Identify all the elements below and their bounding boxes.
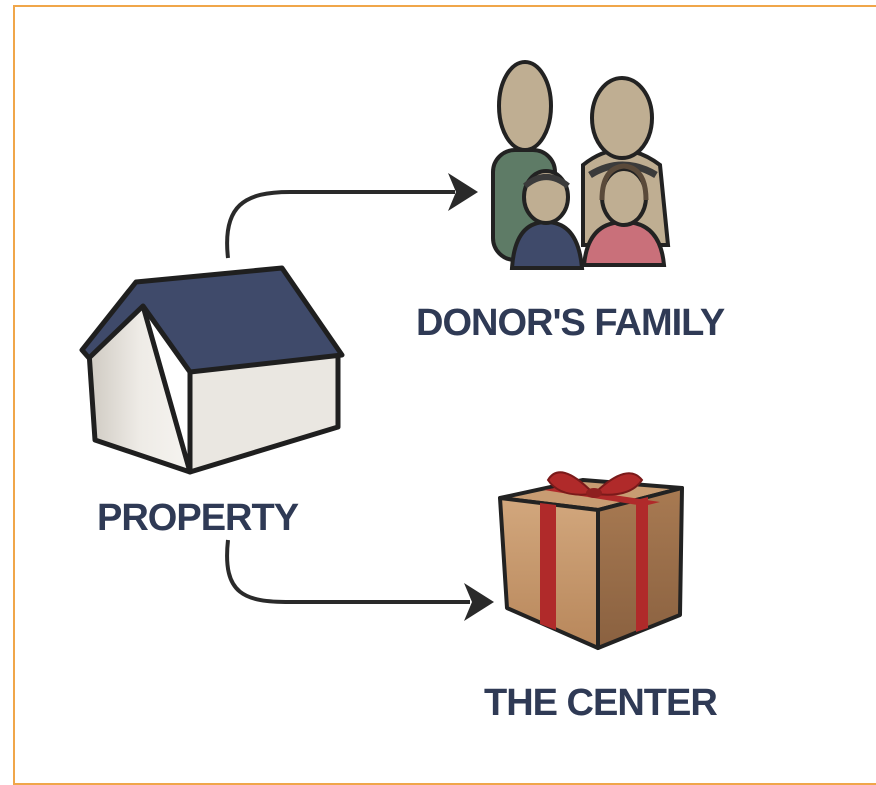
family-icon	[491, 60, 671, 270]
arrow-to-family	[225, 190, 455, 259]
arrowhead-to-family	[448, 173, 478, 211]
arrowhead-to-center	[464, 583, 494, 621]
gift-box-icon	[498, 471, 684, 650]
flow-diagram	[79, 60, 684, 650]
donors-family-label: DONOR'S FAMILY	[416, 302, 725, 344]
property-label: PROPERTY	[97, 497, 299, 539]
house-icon	[79, 265, 345, 475]
the-center-label: THE CENTER	[484, 682, 718, 724]
arrow-to-center	[225, 539, 470, 604]
